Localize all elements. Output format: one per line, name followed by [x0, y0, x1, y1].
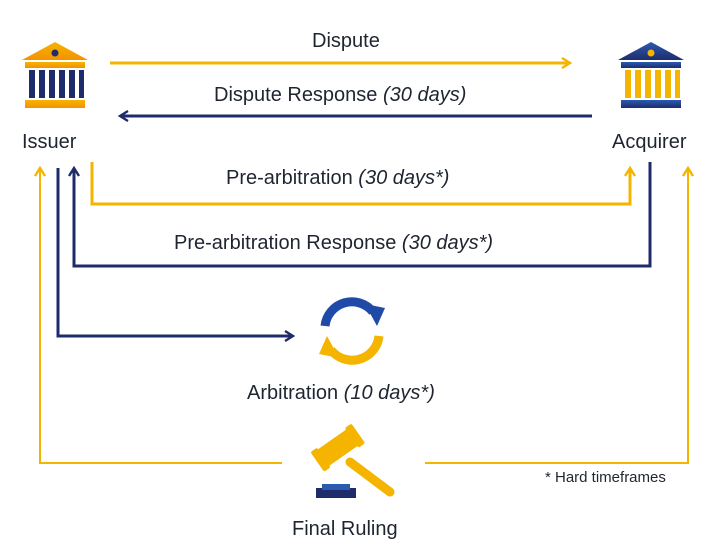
bank-building-icon [22, 42, 88, 108]
gavel-icon [311, 424, 395, 498]
acquirer-label: Acquirer [612, 131, 687, 153]
dispute-label-text: Dispute [312, 30, 380, 52]
hard-timeframes-footnote: * Hard timeframes [545, 469, 666, 486]
final-ruling-to-acquirer-arrow [425, 168, 688, 464]
pre-arbitration-timeframe: (30 days*) [358, 167, 450, 189]
pre-arbitration-response-label-text: Pre-arbitration Response [174, 232, 397, 254]
pre-arbitration-response-label: Pre-arbitration Response (30 days*) [174, 233, 493, 253]
pre-arbitration-response-arrow [74, 162, 652, 268]
pre-arbitration-label: Pre-arbitration (30 days*) [226, 168, 449, 188]
dispute-response-label-text: Dispute Response [214, 84, 378, 106]
arbitration-arrow [56, 168, 293, 336]
pre-arbitration-response-timeframe: (30 days*) [401, 232, 494, 254]
final-ruling-to-issuer-arrow [40, 168, 282, 464]
issuer-label: Issuer [22, 131, 77, 153]
pre-arbitration-label-text: Pre-arbitration [226, 167, 353, 189]
final-ruling-label: Final Ruling [292, 518, 398, 540]
arbitration-timeframe: (10 days*) [343, 382, 435, 404]
bank-building-icon [618, 42, 684, 108]
dispute-response-label: Dispute Response (30 days) [214, 85, 466, 105]
refresh-cycle-icon [319, 297, 385, 365]
arbitration-label: Arbitration (10 days*) [247, 383, 435, 403]
dispute-label: Dispute [312, 31, 380, 51]
dispute-response-timeframe: (30 days) [383, 84, 467, 106]
pre-arbitration-arrow [90, 162, 630, 206]
arbitration-label-text: Arbitration [247, 382, 339, 404]
